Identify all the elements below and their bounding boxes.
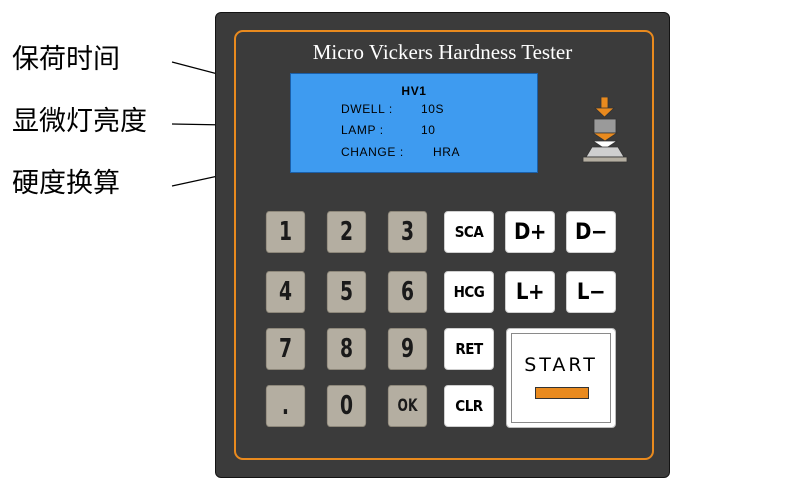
lcd-display: HV1 DWELL : 10S LAMP : 10 CHANGE : HRA bbox=[290, 73, 538, 173]
key-0[interactable]: 0 bbox=[326, 385, 367, 427]
key-ok[interactable]: OK bbox=[387, 385, 428, 427]
start-label: START bbox=[524, 354, 598, 376]
lcd-label-change: CHANGE : bbox=[341, 145, 404, 159]
key-dwell-minus[interactable]: D− bbox=[566, 211, 616, 253]
start-indicator-lamp bbox=[535, 387, 589, 399]
key-lamp-minus[interactable]: L− bbox=[566, 271, 616, 313]
key-dwell-plus[interactable]: D+ bbox=[505, 211, 555, 253]
key-3[interactable]: 3 bbox=[387, 211, 428, 253]
panel-frame bbox=[234, 30, 654, 460]
lcd-row-change: CHANGE : HRA bbox=[341, 145, 460, 159]
panel-title: Micro Vickers Hardness Tester bbox=[312, 40, 573, 64]
key-5[interactable]: 5 bbox=[326, 271, 367, 313]
lcd-row-lamp: LAMP : 10 bbox=[341, 123, 435, 137]
key-8[interactable]: 8 bbox=[326, 328, 367, 370]
lcd-header: HV1 bbox=[401, 84, 427, 98]
key-4[interactable]: 4 bbox=[265, 271, 306, 313]
key-sca[interactable]: SCA bbox=[444, 211, 494, 253]
lcd-value-change: HRA bbox=[433, 145, 461, 159]
key-clr[interactable]: CLR bbox=[444, 385, 494, 427]
lcd-label-dwell: DWELL : bbox=[341, 102, 393, 116]
key-1[interactable]: 1 bbox=[265, 211, 306, 253]
key-lamp-plus[interactable]: L+ bbox=[505, 271, 555, 313]
callout-hardness-conversion: 硬度换算 bbox=[12, 168, 120, 199]
key-decimal[interactable]: . bbox=[265, 385, 306, 427]
callout-dwell-time: 保荷时间 bbox=[12, 44, 120, 75]
start-button[interactable]: START bbox=[506, 328, 616, 428]
key-ret[interactable]: RET bbox=[444, 328, 494, 370]
lcd-value-dwell: 10S bbox=[421, 102, 445, 116]
lcd-value-lamp: 10 bbox=[421, 123, 436, 137]
key-hcg[interactable]: HCG bbox=[444, 271, 494, 313]
indenter-icon bbox=[582, 97, 628, 163]
key-6[interactable]: 6 bbox=[387, 271, 428, 313]
lcd-row-dwell: DWELL : 10S bbox=[341, 102, 444, 116]
callout-lamp-brightness: 显微灯亮度 bbox=[12, 106, 147, 137]
key-2[interactable]: 2 bbox=[326, 211, 367, 253]
key-9[interactable]: 9 bbox=[387, 328, 428, 370]
lcd-label-lamp: LAMP : bbox=[341, 123, 384, 137]
tester-panel: Micro Vickers Hardness Tester HV1 DWELL … bbox=[215, 12, 670, 478]
key-7[interactable]: 7 bbox=[265, 328, 306, 370]
